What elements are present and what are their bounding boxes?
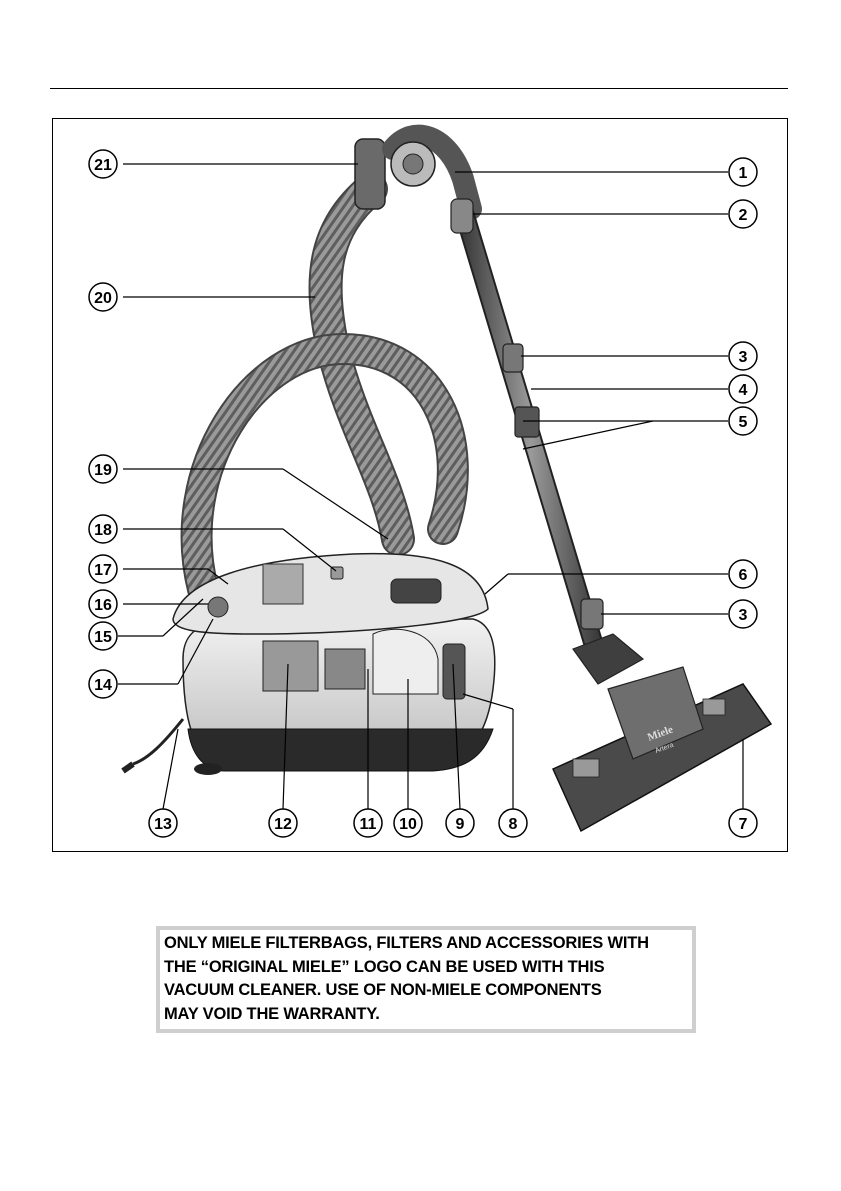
callout-20: 20 — [89, 283, 117, 311]
svg-text:2: 2 — [739, 207, 748, 224]
tube-sections — [515, 407, 539, 437]
callout-12: 12 — [269, 809, 297, 837]
callout-8: 8 — [499, 809, 527, 837]
callout-3-upper: 3 — [729, 342, 757, 370]
callout-7: 7 — [729, 809, 757, 837]
svg-text:16: 16 — [94, 597, 112, 614]
callout-1: 1 — [729, 158, 757, 186]
notice-line-2: THE “ORIGINAL MIELE” LOGO CAN BE USED WI… — [164, 956, 688, 980]
callout-9: 9 — [446, 809, 474, 837]
svg-text:17: 17 — [94, 562, 112, 579]
warranty-notice: ONLY MIELE FILTERBAGS, FILTERS AND ACCES… — [156, 926, 696, 1033]
callout-5: 5 — [729, 407, 757, 435]
vacuum-cleaner-figure: Miele Artera — [52, 118, 788, 852]
svg-text:20: 20 — [94, 290, 112, 307]
callout-15: 15 — [89, 622, 117, 650]
svg-text:6: 6 — [739, 567, 748, 584]
svg-text:18: 18 — [94, 522, 112, 539]
svg-text:9: 9 — [456, 816, 465, 833]
svg-text:13: 13 — [154, 816, 172, 833]
vacuum-body — [123, 554, 495, 775]
svg-text:11: 11 — [360, 816, 377, 833]
svg-text:21: 21 — [94, 157, 112, 174]
callout-14: 14 — [89, 670, 117, 698]
callout-3-lower: 3 — [729, 600, 757, 628]
svg-text:15: 15 — [94, 629, 112, 646]
notice-line-4: MAY VOID THE WARRANTY. — [164, 1003, 688, 1027]
callout-16: 16 — [89, 590, 117, 618]
vacuum-cleaner-illustration: Miele Artera — [53, 119, 789, 853]
svg-text:14: 14 — [94, 677, 112, 694]
svg-text:1: 1 — [739, 165, 748, 182]
svg-text:7: 7 — [739, 816, 748, 833]
tube-release-button-lower — [581, 599, 603, 629]
callout-17: 17 — [89, 555, 117, 583]
callout-19: 19 — [89, 455, 117, 483]
floor-tool: Miele Artera — [553, 634, 771, 831]
hose-handle — [355, 136, 471, 209]
svg-text:8: 8 — [509, 816, 518, 833]
svg-text:10: 10 — [399, 816, 417, 833]
callout-21: 21 — [89, 150, 117, 178]
svg-text:4: 4 — [739, 382, 748, 399]
callout-13: 13 — [149, 809, 177, 837]
tube-release-button-upper — [503, 344, 523, 372]
notice-line-3: VACUUM CLEANER. USE OF NON-MIELE COMPONE… — [164, 979, 688, 1003]
notice-line-1: ONLY MIELE FILTERBAGS, FILTERS AND ACCES… — [164, 932, 688, 956]
callout-2: 2 — [729, 200, 757, 228]
svg-text:3: 3 — [739, 349, 748, 366]
callout-10: 10 — [394, 809, 422, 837]
suction-regulator — [451, 199, 473, 233]
callout-4: 4 — [729, 375, 757, 403]
header-rule — [50, 88, 788, 89]
svg-text:12: 12 — [274, 816, 292, 833]
callout-6: 6 — [729, 560, 757, 588]
svg-text:5: 5 — [739, 414, 748, 431]
callout-18: 18 — [89, 515, 117, 543]
callout-11: 11 — [354, 809, 382, 837]
svg-text:3: 3 — [739, 607, 748, 624]
svg-text:19: 19 — [94, 462, 112, 479]
